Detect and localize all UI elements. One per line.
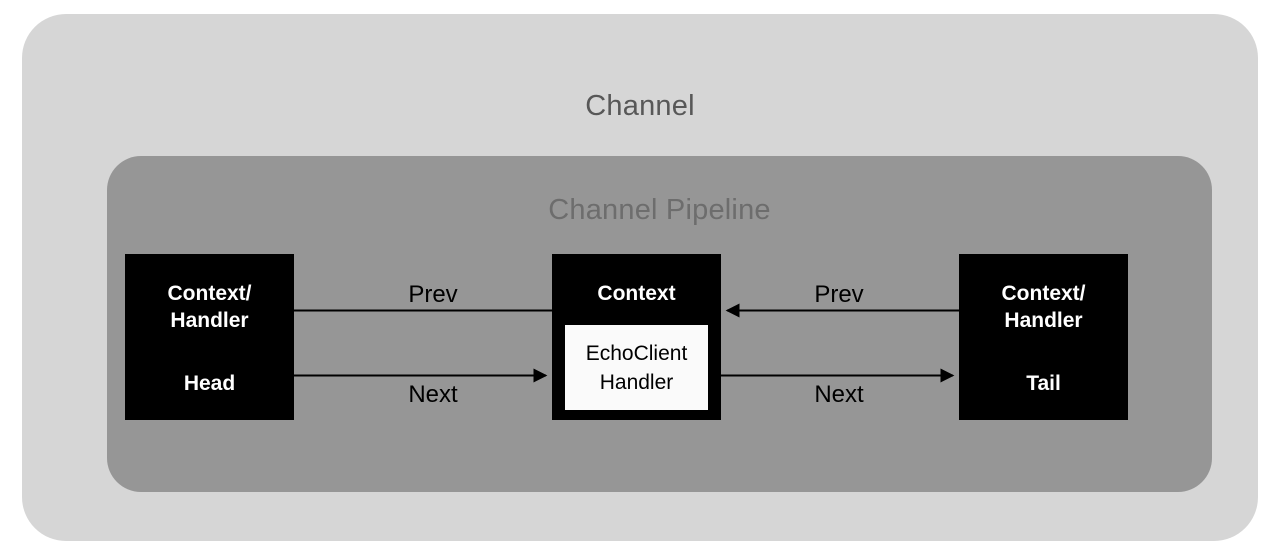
channel-title: Channel — [585, 90, 695, 122]
echo-client-handler-label: EchoClient Handler — [585, 341, 688, 394]
node-head[interactable]: Context/ Handler Head — [125, 254, 294, 420]
edge-label-head-next: Next — [408, 381, 458, 408]
node-tail-role: Tail — [1026, 372, 1061, 395]
node-tail[interactable]: Context/ Handler Tail — [959, 254, 1128, 420]
edge-label-context-next: Next — [814, 381, 864, 408]
node-head-role: Head — [183, 372, 236, 395]
channel-pipeline-title: Channel Pipeline — [548, 194, 771, 226]
node-tail-title: Context/ Handler — [1001, 282, 1086, 332]
node-context[interactable]: Context EchoClient Handler — [552, 254, 721, 420]
edge-label-head-prev: Prev — [408, 281, 458, 308]
node-context-title: Context — [597, 282, 676, 305]
edge-label-tail-prev: Prev — [814, 281, 864, 308]
node-head-title: Context/ Handler — [167, 282, 252, 332]
echo-client-handler-box[interactable]: EchoClient Handler — [565, 325, 708, 410]
